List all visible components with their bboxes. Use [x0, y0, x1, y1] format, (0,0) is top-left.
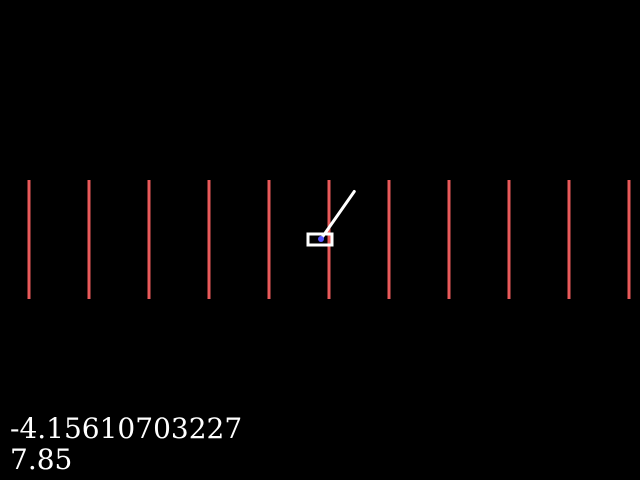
- cart: [306, 232, 334, 247]
- pole: [319, 189, 356, 241]
- track-markers: [27, 180, 631, 299]
- pivot-joint: [318, 236, 324, 242]
- readout-secondary-value: 7.85: [10, 443, 73, 476]
- readout-primary-value: -4.15610703227: [10, 412, 243, 445]
